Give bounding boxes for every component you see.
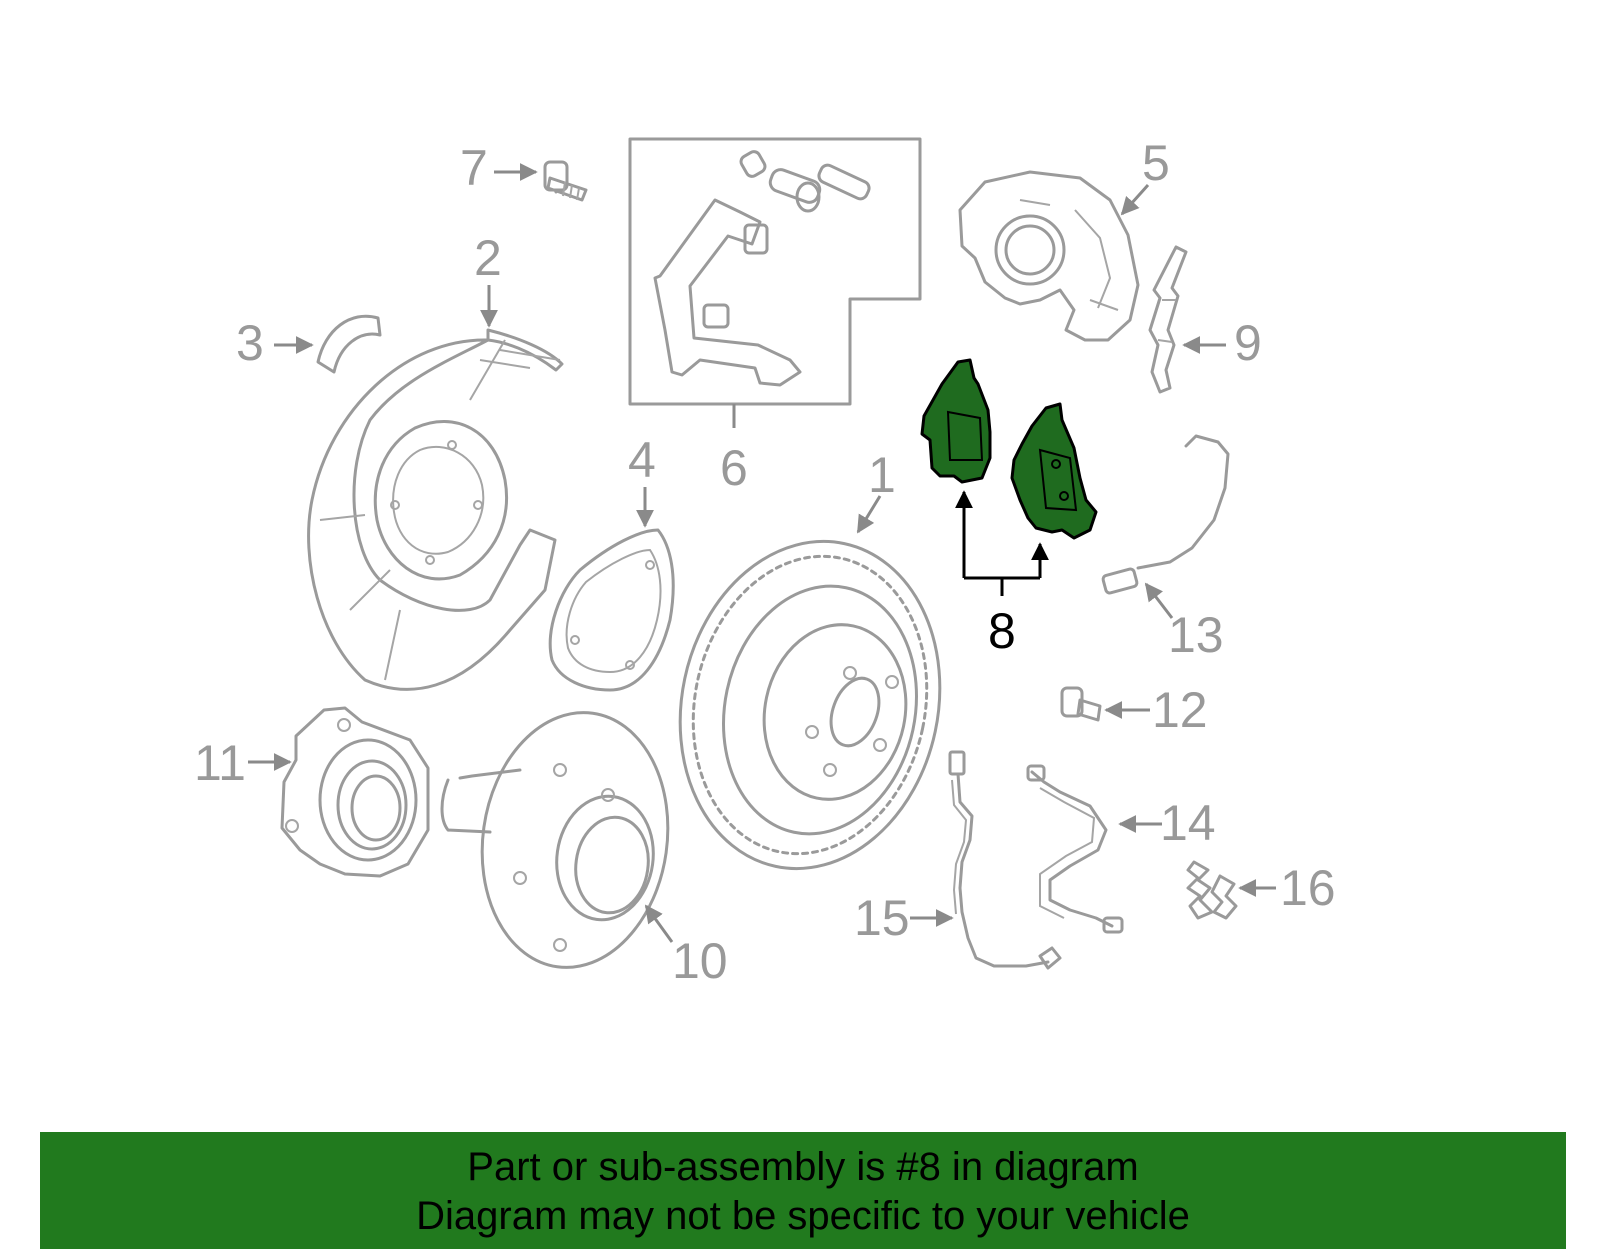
callout-10-arrow <box>644 904 674 943</box>
callout-5[interactable]: 5 <box>1142 135 1170 191</box>
part-11-wheel-bearing[interactable] <box>280 706 430 878</box>
part-12-bolt[interactable] <box>1060 686 1102 722</box>
callout-3[interactable]: 3 <box>236 315 264 371</box>
part-16-clip-set[interactable] <box>1186 860 1238 920</box>
part-8-brake-pads[interactable] <box>920 358 1098 540</box>
part-7-bolt[interactable] <box>543 160 588 202</box>
callout-2[interactable]: 2 <box>474 230 502 286</box>
callout-11[interactable]: 11 <box>194 735 246 791</box>
banner-line-2: Diagram may not be specific to your vehi… <box>416 1194 1190 1238</box>
callout-6[interactable]: 6 <box>720 440 748 496</box>
callout-14[interactable]: 14 <box>1160 795 1216 851</box>
part-1-brake-rotor[interactable] <box>650 517 969 893</box>
callout-8[interactable]: 8 <box>988 603 1016 659</box>
info-banner: Part or sub-assembly is #8 in diagram Di… <box>40 1132 1566 1249</box>
callout-4[interactable]: 4 <box>628 432 656 488</box>
callout-1-arrow <box>856 495 882 534</box>
callout-10[interactable]: 10 <box>672 933 728 989</box>
callout-5-arrow <box>1120 183 1150 216</box>
banner-line-1: Part or sub-assembly is #8 in diagram <box>467 1145 1139 1189</box>
callout-1[interactable]: 1 <box>868 447 896 503</box>
part-14-brake-hose[interactable] <box>1026 764 1124 934</box>
callout-12[interactable]: 12 <box>1152 682 1208 738</box>
part-13-wear-sensor[interactable] <box>1101 434 1230 595</box>
part-10-hub[interactable] <box>440 700 684 979</box>
callout-15[interactable]: 15 <box>854 890 910 946</box>
part-4-gasket[interactable] <box>548 528 675 692</box>
part-3-clip[interactable] <box>316 314 382 374</box>
part-9-spring-clip[interactable] <box>1148 245 1188 394</box>
callout-8-bracket <box>955 490 1049 596</box>
part-15-abs-sensor[interactable] <box>948 750 1062 970</box>
part-6-caliper-carrier-kit[interactable] <box>628 137 922 406</box>
part-2-splash-shield[interactable] <box>307 328 564 691</box>
callout-13-arrow <box>1144 582 1174 619</box>
callout-16[interactable]: 16 <box>1280 860 1336 916</box>
part-5-caliper[interactable] <box>958 170 1140 342</box>
callout-7[interactable]: 7 <box>460 140 488 196</box>
callout-13[interactable]: 13 <box>1168 607 1224 663</box>
callout-9[interactable]: 9 <box>1234 315 1262 371</box>
